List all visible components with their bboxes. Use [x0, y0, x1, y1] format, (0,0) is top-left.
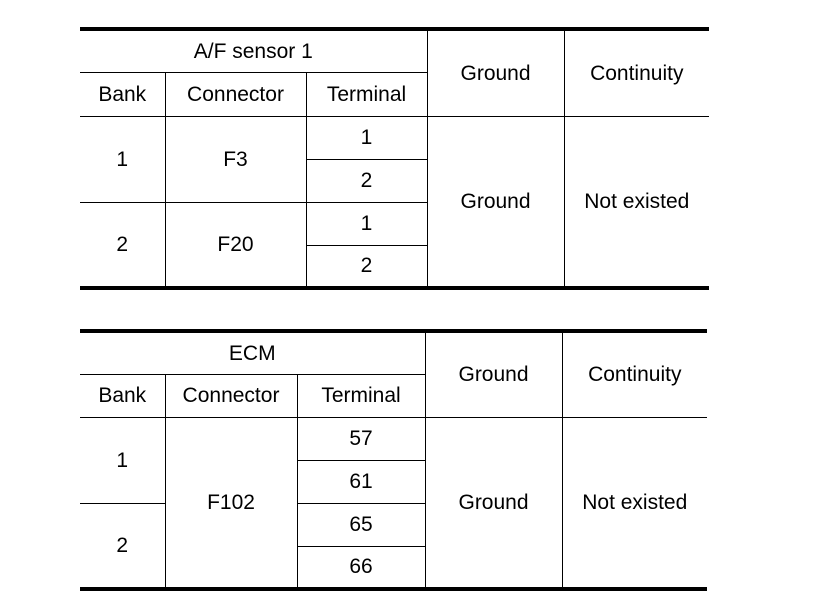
af-terminal-cell: 2 — [306, 158, 428, 203]
af-connector-cell: F20 — [164, 201, 307, 290]
ecm-continuity-table: ECM Ground Continuity Bank Connector Ter… — [80, 329, 708, 591]
af-connector-header: Connector — [164, 71, 307, 117]
af-ground-header: Ground — [426, 27, 565, 117]
ecm-continuity-header: Continuity — [561, 329, 708, 418]
af-bank-cell: 2 — [80, 201, 166, 290]
af-ground-value: Ground — [426, 115, 565, 290]
af-bank-cell: 1 — [80, 115, 166, 203]
af-group-header: A/F sensor 1 — [80, 27, 428, 73]
af-terminal-cell: 1 — [305, 201, 428, 246]
af-terminal-cell: 2 — [306, 244, 428, 290]
ecm-bank-header: Bank — [80, 373, 166, 418]
ecm-continuity-value: Not existed — [561, 416, 708, 591]
ecm-ground-value: Ground — [424, 416, 563, 591]
ecm-terminal-cell: 61 — [297, 459, 426, 504]
ecm-ground-header: Ground — [424, 329, 563, 418]
af-terminal-header: Terminal — [305, 71, 428, 117]
af-connector-cell: F3 — [164, 115, 307, 203]
af-terminal-cell: 1 — [305, 115, 428, 160]
af-sensor-continuity-table: A/F sensor 1 Ground Continuity Bank Conn… — [80, 27, 710, 290]
ecm-connector-header: Connector — [164, 373, 298, 418]
ecm-connector-cell: F102 — [164, 416, 298, 591]
ecm-bank-cell: 1 — [80, 416, 166, 504]
af-continuity-value: Not existed — [563, 115, 710, 290]
ecm-bank-cell: 2 — [80, 502, 166, 591]
af-continuity-header: Continuity — [563, 27, 710, 117]
ecm-terminal-header: Terminal — [296, 373, 426, 418]
ecm-terminal-cell: 65 — [296, 502, 426, 547]
ecm-terminal-cell: 57 — [296, 416, 426, 461]
ecm-group-header: ECM — [80, 329, 426, 375]
ecm-terminal-cell: 66 — [297, 545, 426, 591]
af-bank-header: Bank — [80, 71, 166, 117]
